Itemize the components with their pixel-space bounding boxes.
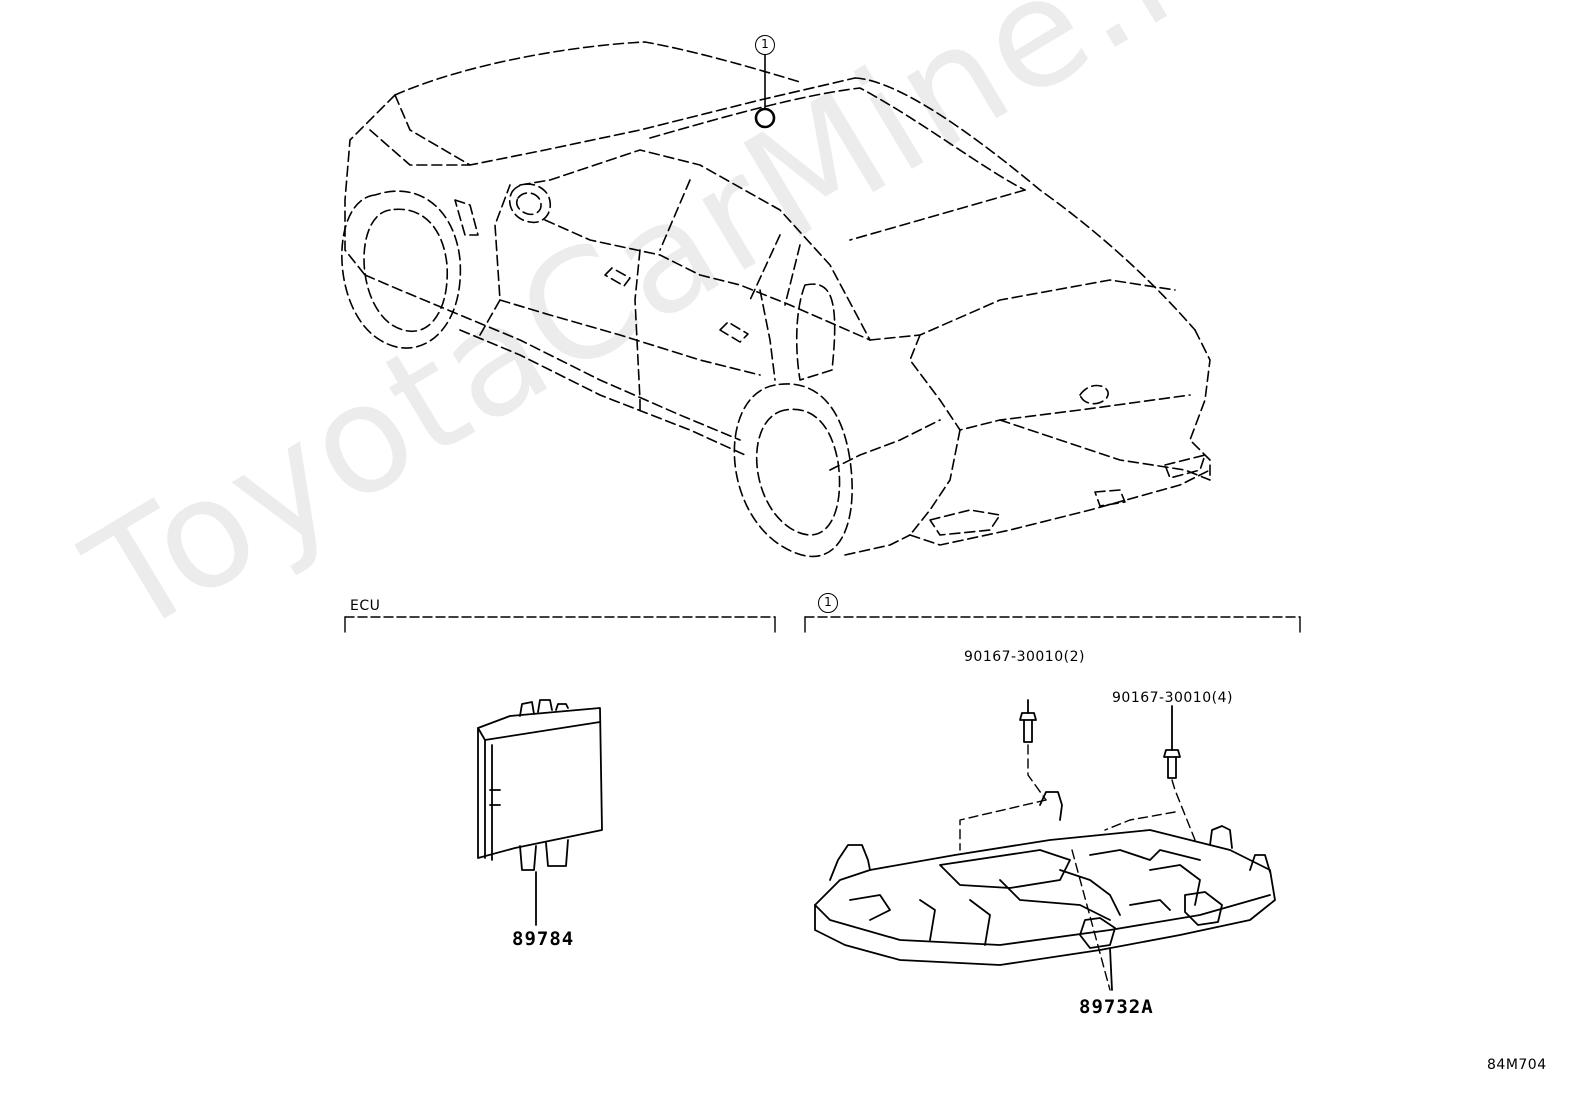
part-number-lamp-assembly: 89732A: [1079, 996, 1154, 1018]
part-number-screw-a: 90167-30010(2): [964, 649, 1085, 665]
callout-roof-marker: 1: [755, 35, 775, 55]
lamp-section-bracket: [804, 616, 1301, 633]
ecu-module-drawing: [477, 699, 603, 926]
ecu-section-title: ECU: [350, 598, 381, 614]
part-number-ecu: 89784: [512, 928, 575, 950]
part-number-screw-b: 90167-30010(4): [1112, 690, 1233, 706]
vehicle-illustration: [341, 41, 1211, 558]
lamp-assembly-drawing: [814, 699, 1276, 991]
callout-section-marker: 1: [818, 593, 838, 613]
ecu-section-bracket: [344, 616, 776, 633]
diagram-code: 84M704: [1487, 1057, 1547, 1073]
